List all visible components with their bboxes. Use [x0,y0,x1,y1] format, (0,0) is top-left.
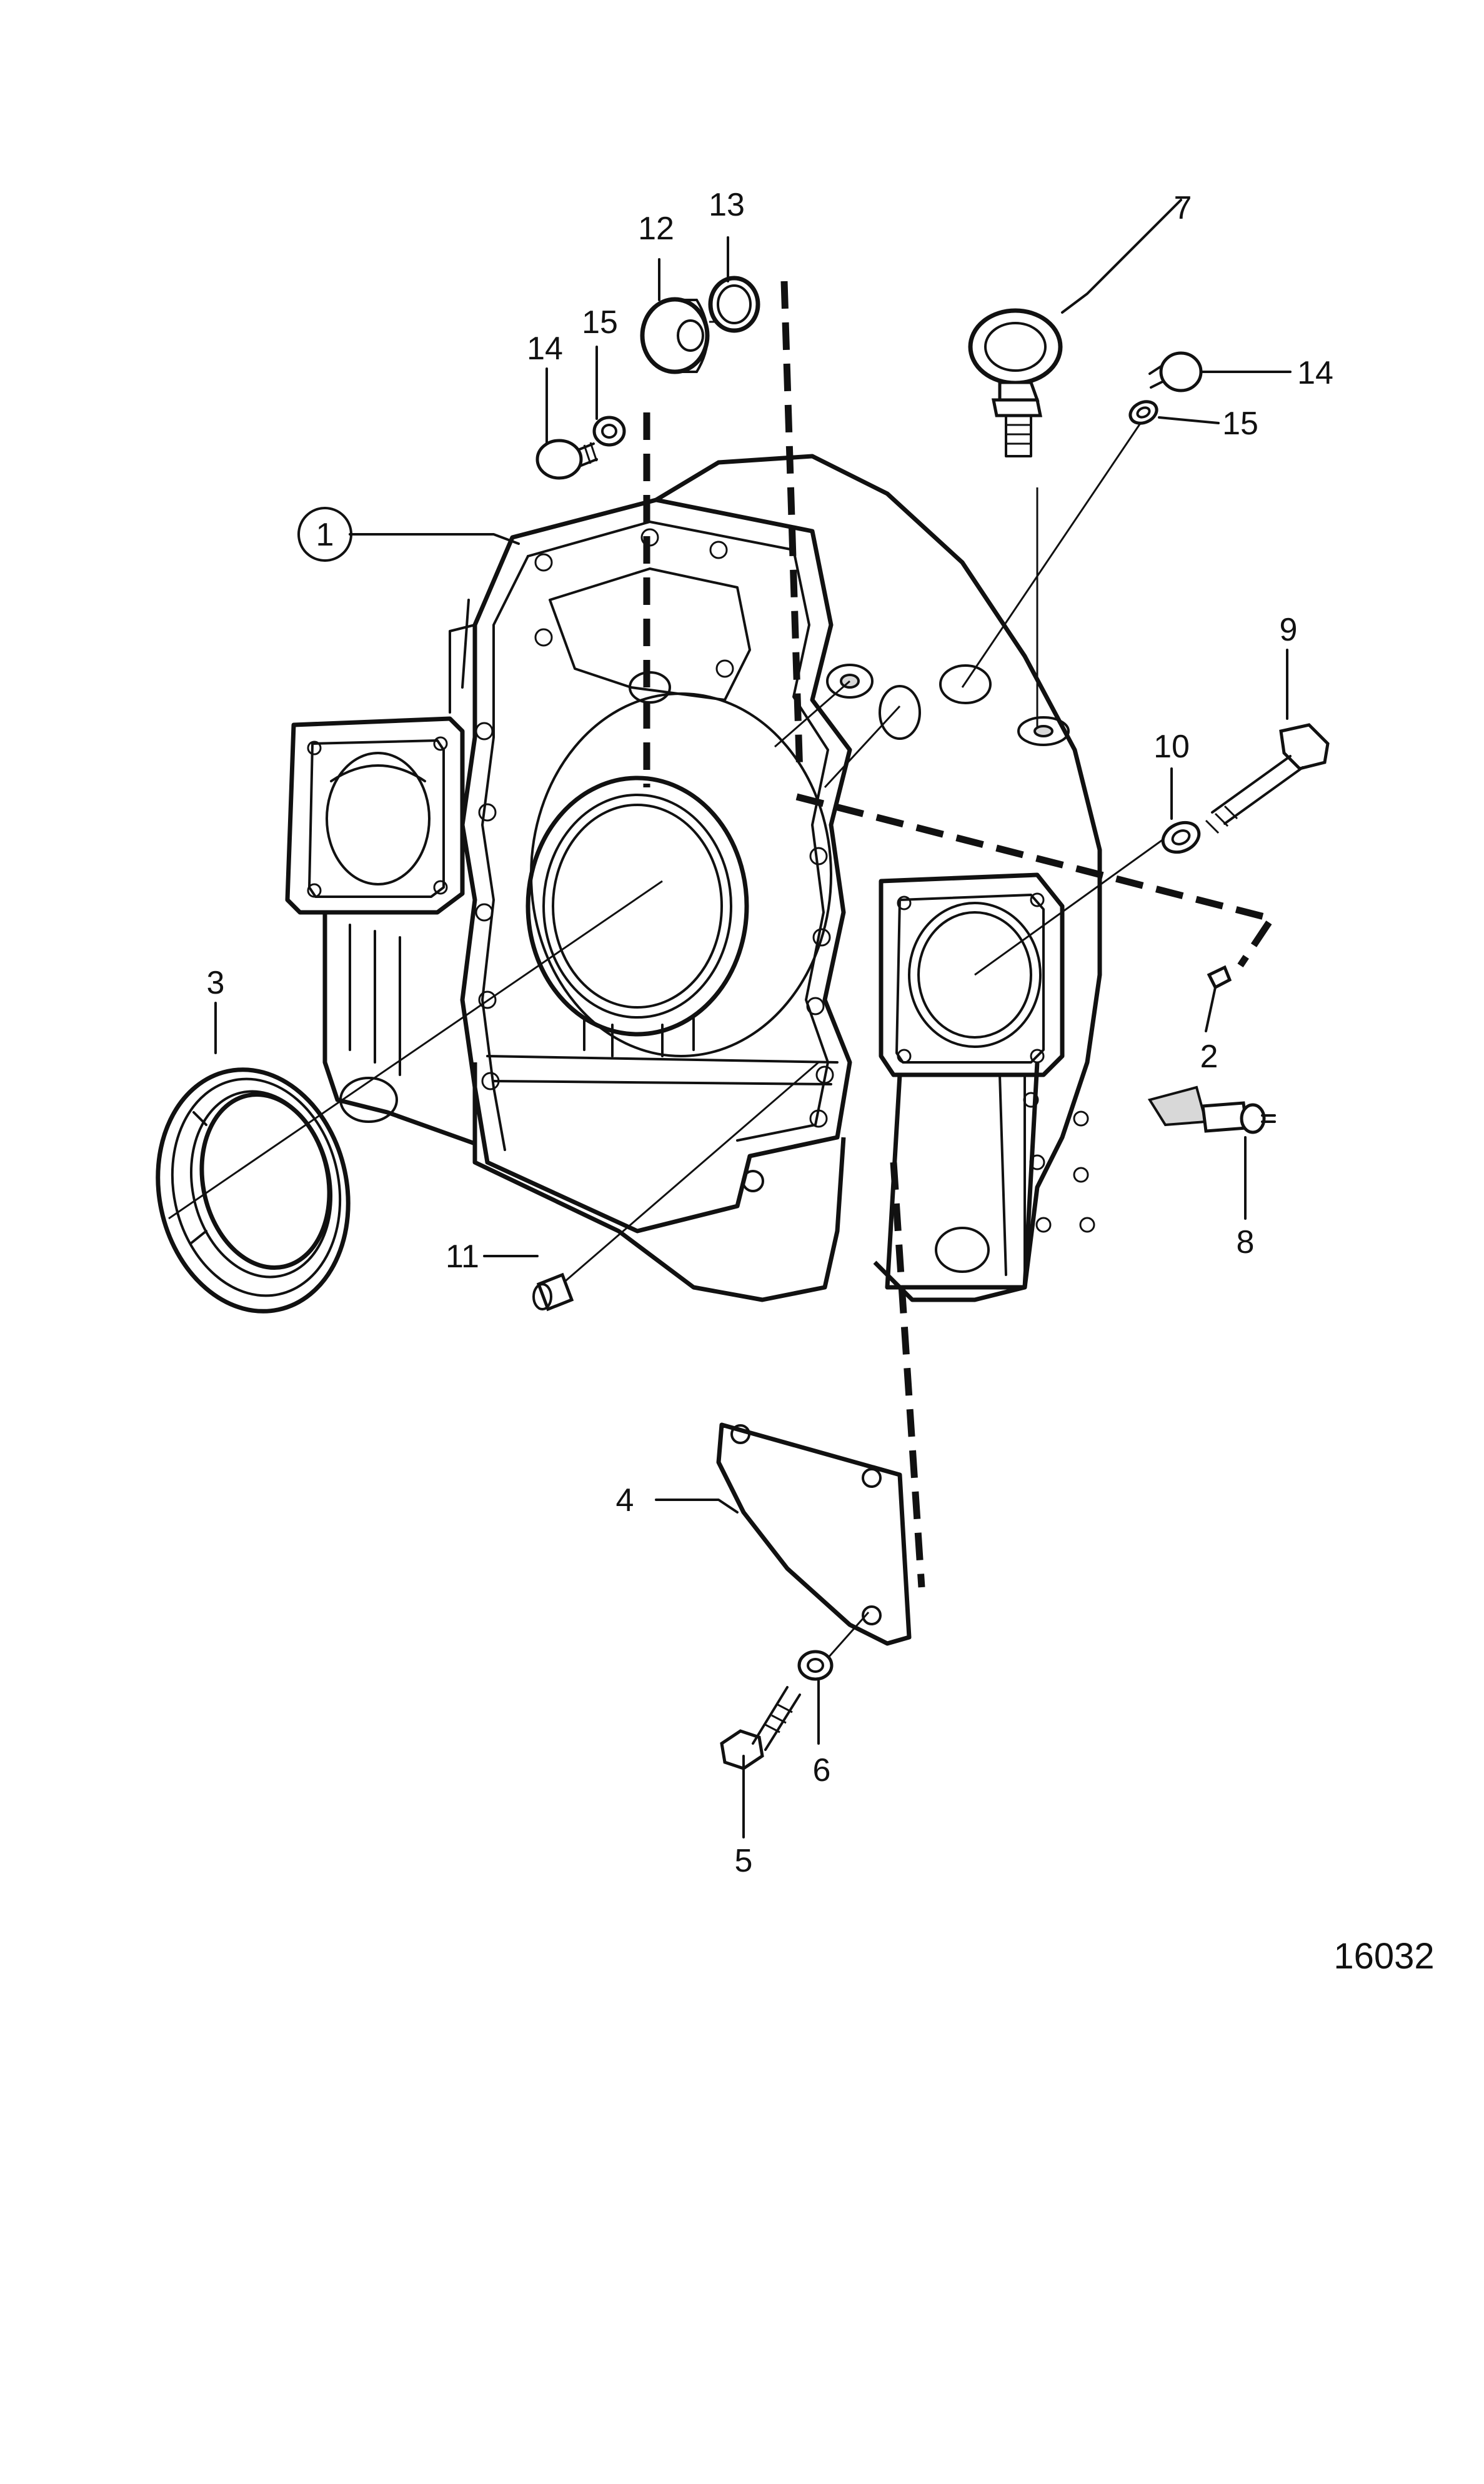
cover-washer [797,1650,834,1681]
long-bolt [1205,723,1330,834]
callout-11: 11 [446,1239,479,1275]
cover-bolt [720,1686,801,1770]
bleed-washer-right [1128,400,1158,425]
assembly-dashed-lines [643,281,1277,1588]
callout-6: 6 [813,1752,831,1788]
callout-7: 7 [1174,190,1192,226]
sensor-plug [1147,1085,1276,1134]
callout-15-right: 15 [1222,406,1258,442]
crankshaft-seal [156,1067,351,1314]
lifting-eye-bolt [968,308,1063,457]
callout-circle-1 [297,507,352,562]
dowel-pin [1207,965,1232,990]
bleed-washer-left [592,416,626,447]
callout-12: 12 [638,211,674,247]
figure-number: 16032 [1333,1936,1434,1977]
callout-14-left: 14 [527,331,563,367]
bleed-screw-left [535,439,598,480]
callout-3: 3 [207,965,225,1001]
callout-15-left: 15 [582,304,618,341]
leader-lines [168,418,1175,1669]
bleed-screw-right [1148,351,1203,392]
callout-1: 1 [316,517,334,553]
sealing-ring [708,276,760,333]
callout-8: 8 [1237,1224,1255,1260]
callout-5: 5 [735,1843,753,1879]
plug [640,297,710,374]
flywheel-housing [285,454,1102,1302]
long-bolt-washer [1161,821,1201,854]
callout-13: 13 [709,187,745,223]
callout-9: 9 [1280,612,1298,648]
callout-leaders [214,199,1292,1838]
callout-10: 10 [1153,729,1190,765]
callout-14-right: 14 [1297,355,1333,391]
callout-2: 2 [1200,1039,1218,1075]
cover-plate [716,1422,912,1646]
callout-4: 4 [616,1482,634,1519]
guide-pin [532,1272,574,1312]
